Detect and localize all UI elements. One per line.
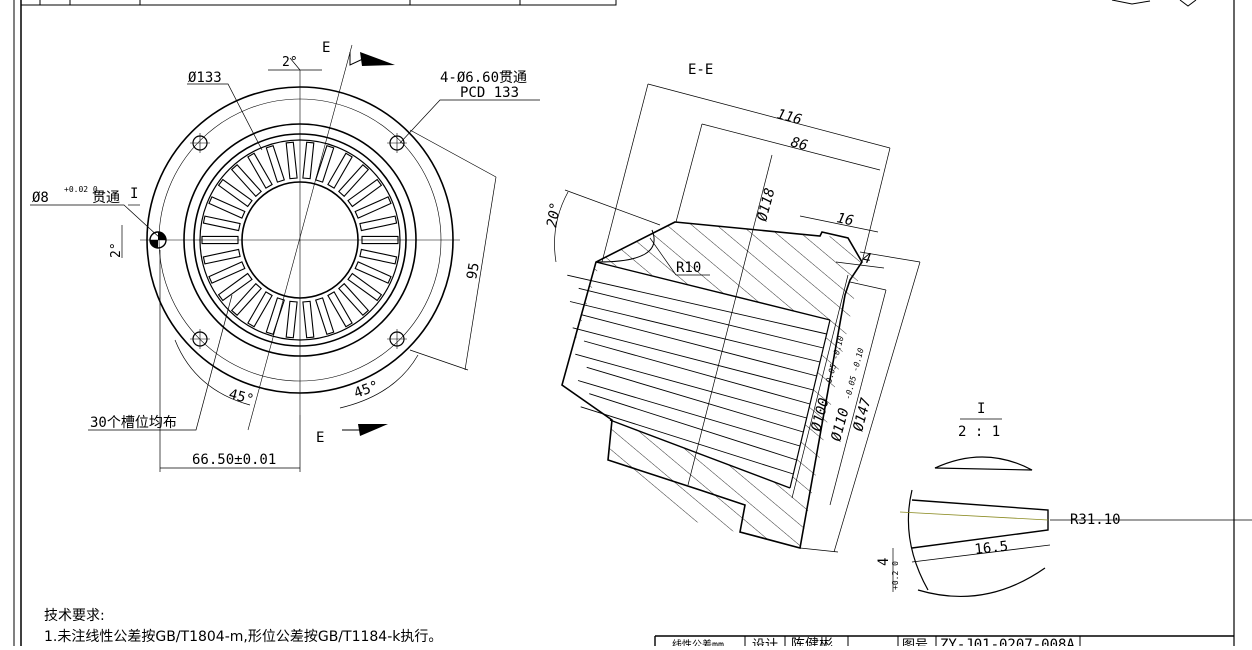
dim-diameter-110: Ø110 xyxy=(828,406,852,443)
detail-marker-I: I xyxy=(130,186,138,202)
slot xyxy=(327,152,353,189)
groove-line xyxy=(586,366,804,433)
slot xyxy=(354,196,392,219)
slot xyxy=(265,297,285,335)
slot xyxy=(265,145,285,183)
section-title: E-E xyxy=(688,62,713,78)
dim-66-50: 66.50±0.01 xyxy=(192,452,276,468)
slot xyxy=(338,282,370,316)
dim-holes: 4-Ø6.60贯通 xyxy=(440,70,527,86)
slot xyxy=(285,300,298,339)
sheet-frame xyxy=(13,0,1235,646)
slot xyxy=(347,178,383,208)
dim-116: 116 xyxy=(775,106,804,128)
slot-pattern xyxy=(201,141,399,339)
tech-heading: 技术要求: xyxy=(44,608,105,624)
dim-angle-2-top: 2° xyxy=(282,55,298,70)
dim-pin-through: 贯通 xyxy=(92,190,120,206)
groove-line xyxy=(580,406,794,475)
slot xyxy=(230,164,262,198)
dim-16-5: 16.5 xyxy=(974,539,1009,558)
tb-drawing-no-label: 图号 xyxy=(902,638,928,646)
detail-view xyxy=(892,418,1252,598)
slot xyxy=(285,141,298,180)
dim-angle-2-left: 2° xyxy=(109,242,124,258)
dim-pin-hole: Ø8 xyxy=(32,190,49,206)
slot xyxy=(315,297,335,335)
slot xyxy=(315,145,335,183)
slot xyxy=(361,235,399,245)
slot xyxy=(201,235,239,245)
groove-line xyxy=(575,353,807,419)
groove-line xyxy=(572,327,814,391)
note-slots: 30个槽位均布 xyxy=(90,415,177,431)
title-block-text: 线性公差mm 设计 陈健彬 图号 ZY-J01-0207-008A xyxy=(672,636,1075,650)
slot xyxy=(354,261,392,284)
dim-diameter-118: Ø118 xyxy=(754,186,778,223)
slot xyxy=(338,164,370,198)
slot xyxy=(327,291,353,328)
slot xyxy=(347,272,383,302)
title-block xyxy=(654,635,1234,646)
groove-line xyxy=(589,393,797,461)
bolt-hole xyxy=(190,133,407,349)
section-marker-top: E xyxy=(322,40,330,56)
groove-line xyxy=(578,287,824,349)
dim-detail-4: 4 xyxy=(876,558,892,566)
groove-line xyxy=(581,314,817,377)
groove-line xyxy=(569,301,821,363)
slot xyxy=(302,141,315,180)
dim-detail-tol: +0.2 0 xyxy=(891,561,900,590)
slot xyxy=(202,215,241,232)
groove-lines xyxy=(567,274,827,475)
dim-95: 95 xyxy=(464,261,483,280)
groove-line xyxy=(583,340,811,405)
slot xyxy=(230,282,262,316)
detail-scale: 2 : 1 xyxy=(958,424,1000,440)
dim-diameter-133: Ø133 xyxy=(188,70,222,86)
groove-line xyxy=(567,274,827,335)
dim-radius-10: R10 xyxy=(676,260,701,276)
slot xyxy=(247,291,273,328)
dim-tol-110: -0.05 -0.10 xyxy=(843,347,865,401)
dim-pcd: PCD 133 xyxy=(460,85,519,101)
tb-designer: 陈健彬 xyxy=(791,636,833,646)
detail-labels: I 2 : 1 R31.10 16.5 4 +0.2 0 xyxy=(876,401,1121,590)
slot xyxy=(208,261,246,284)
slot xyxy=(202,248,241,265)
slot xyxy=(359,248,398,265)
slot xyxy=(247,152,273,189)
dim-angle-45-left: 45° xyxy=(227,386,256,408)
tb-tol-label: 线性公差mm xyxy=(672,638,724,646)
section-view xyxy=(554,83,921,553)
slot xyxy=(217,272,253,302)
tech-line-1: 1.未注线性公差按GB/T1804-m,形位公差按GB/T1184-k执行。 xyxy=(44,629,443,645)
slot xyxy=(359,215,398,232)
slot xyxy=(302,300,315,339)
dim-16: 16 xyxy=(835,210,855,229)
slot xyxy=(217,178,253,208)
front-view xyxy=(30,44,540,472)
tb-drawing-no: ZY-J01-0207-008A xyxy=(940,637,1075,646)
detail-label: I xyxy=(977,401,985,417)
dim-86: 86 xyxy=(789,134,809,154)
dim-4: 4 xyxy=(861,250,872,267)
slot xyxy=(208,196,246,219)
front-view-labels: E E Ø133 2° 4-Ø6.60贯通 PCD 133 Ø8 +0.02 0… xyxy=(32,40,527,468)
groove-line xyxy=(577,380,801,447)
tb-design-label: 设计 xyxy=(752,638,778,646)
dim-radius-31-10: R31.10 xyxy=(1070,512,1121,528)
dim-pin-tol: +0.02 0 xyxy=(64,185,98,194)
section-marker-bottom: E xyxy=(316,430,324,446)
dim-angle-20: 20° xyxy=(544,201,564,229)
technical-requirements: 技术要求: 1.未注线性公差按GB/T1804-m,形位公差按GB/T1184-… xyxy=(44,606,442,648)
